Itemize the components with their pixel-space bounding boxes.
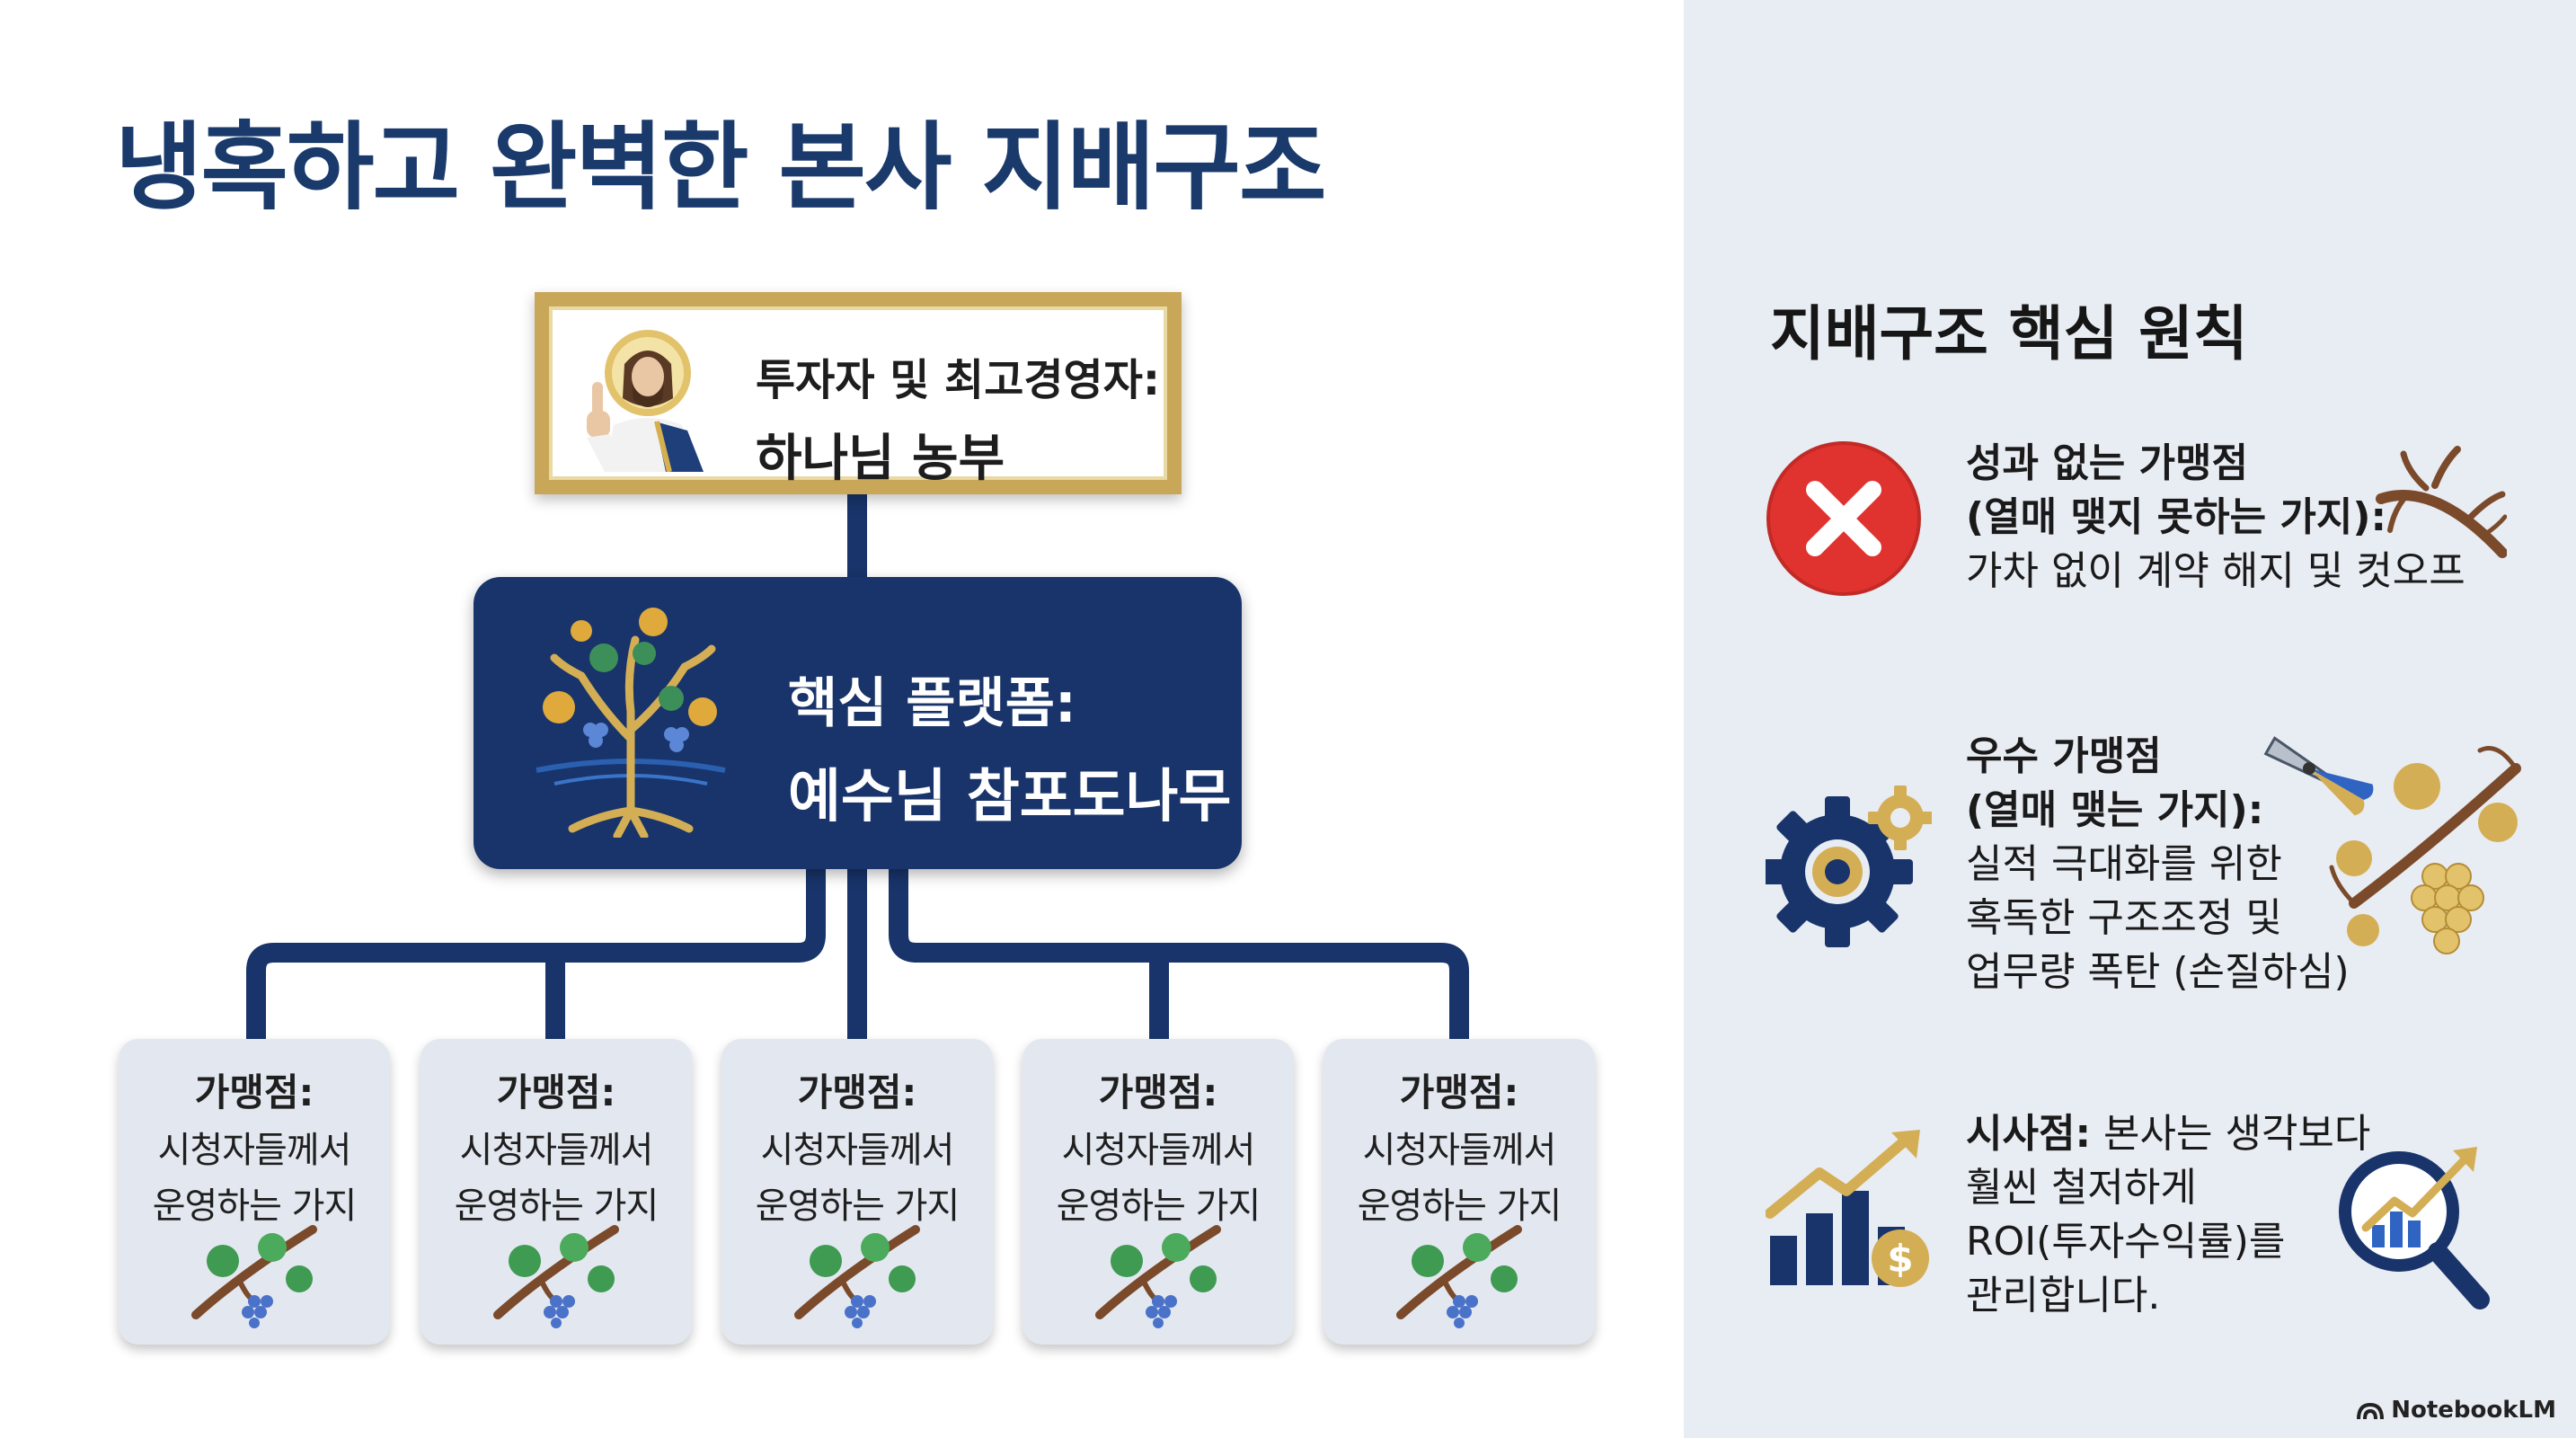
grape-branch-icon (1396, 1225, 1522, 1328)
ceo-role: 투자자 및 최고경영자: (756, 355, 1161, 405)
platform-box: 핵심 플랫폼: 예수님 참포도나무 (474, 577, 1242, 869)
principle-heading: (열매 맺는 가지): (1966, 787, 2264, 833)
principle-body: 업무량 폭탄 (손질하심) (1966, 949, 2350, 995)
notebooklm-icon (2357, 1402, 2385, 1420)
branch-line: 운영하는 가지 (1357, 1185, 1562, 1227)
principle-heading: 시사점: (1966, 1111, 2092, 1157)
branch-line: 운영하는 가지 (454, 1185, 659, 1227)
principle-body: ROI(투자수익률)를 (1966, 1219, 2286, 1265)
branch-title: 가맹점: (496, 1070, 616, 1114)
vine-tree-icon (536, 608, 726, 838)
ceo-name: 하나님 농부 (756, 430, 1005, 488)
principle-body: 가차 없이 계약 해지 및 컷오프 (1966, 548, 2465, 594)
principle-body: 혹독한 구조조정 및 (1966, 895, 2282, 941)
principles-title: 지배구조 핵심 원칙 (1770, 299, 2248, 368)
platform-label: 핵심 플랫폼: (788, 672, 1076, 735)
magnifier-chart-icon (2339, 1147, 2490, 1309)
branch-line: 시청자들께서 (1362, 1130, 1557, 1171)
branch-line: 시청자들께서 (1061, 1130, 1256, 1171)
jesus-figure-icon (587, 330, 704, 472)
branch-line: 시청자들께서 (760, 1130, 955, 1171)
grape-branch-icon (794, 1225, 920, 1328)
gear-icon (1766, 786, 1932, 947)
branch-line: 운영하는 가지 (152, 1185, 358, 1227)
branch-card: 가맹점: 시청자들께서 운영하는 가지 (1323, 1039, 1595, 1345)
branch-card: 가맹점: 시청자들께서 운영하는 가지 (1022, 1039, 1294, 1345)
page-title: 냉혹하고 완벽한 본사 지배구조 (115, 112, 1326, 223)
branch-card: 가맹점: 시청자들께서 운영하는 가지 (119, 1039, 390, 1345)
branch-line: 시청자들께서 (157, 1130, 352, 1171)
notebooklm-logo: NotebookLM (2357, 1397, 2556, 1424)
red-x-icon (1766, 441, 1921, 596)
pruning-shears-grapes-icon (2263, 736, 2521, 954)
principle-heading: 우수 가맹점 (1966, 733, 2162, 779)
ceo-box: 투자자 및 최고경영자: 하나님 농부 (535, 292, 1182, 494)
principle-heading: 성과 없는 가맹점 (1966, 440, 2248, 486)
principle-heading-rest: 본사는 생각보다 (2091, 1111, 2371, 1157)
branch-title: 가맹점: (1098, 1070, 1218, 1114)
org-chart-connectors (246, 493, 1469, 1043)
grape-branch-icon (191, 1225, 317, 1328)
branch-card: 가맹점: 시청자들께서 운영하는 가지 (420, 1039, 692, 1345)
dead-branch-icon (2376, 446, 2507, 558)
principle-body: 훨씬 철저하게 (1966, 1165, 2197, 1211)
branch-title: 가맹점: (194, 1070, 314, 1114)
principle-body: 실적 극대화를 위한 (1966, 841, 2282, 887)
brand-label: NotebookLM (2391, 1397, 2556, 1424)
branch-title: 가맹점: (797, 1070, 917, 1114)
left-panel: 냉혹하고 완벽한 본사 지배구조 투자자 및 최고경영자: 하나님 (115, 112, 1595, 1345)
svg-text:$: $ (1887, 1237, 1913, 1281)
growth-chart-dollar-icon: $ (1766, 1130, 1929, 1287)
branch-line: 운영하는 가지 (1056, 1185, 1261, 1227)
principle-body: 관리합니다. (1966, 1273, 2161, 1318)
branch-card: 가맹점: 시청자들께서 운영하는 가지 (721, 1039, 993, 1345)
platform-name: 예수님 참포도나무 (788, 764, 1232, 830)
branch-line: 운영하는 가지 (755, 1185, 960, 1227)
grape-branch-icon (493, 1225, 619, 1328)
branch-line: 시청자들께서 (459, 1130, 654, 1171)
grape-branch-icon (1095, 1225, 1221, 1328)
branch-title: 가맹점: (1399, 1070, 1519, 1114)
principle-heading: (열매 맺지 못하는 가지): (1966, 494, 2387, 540)
